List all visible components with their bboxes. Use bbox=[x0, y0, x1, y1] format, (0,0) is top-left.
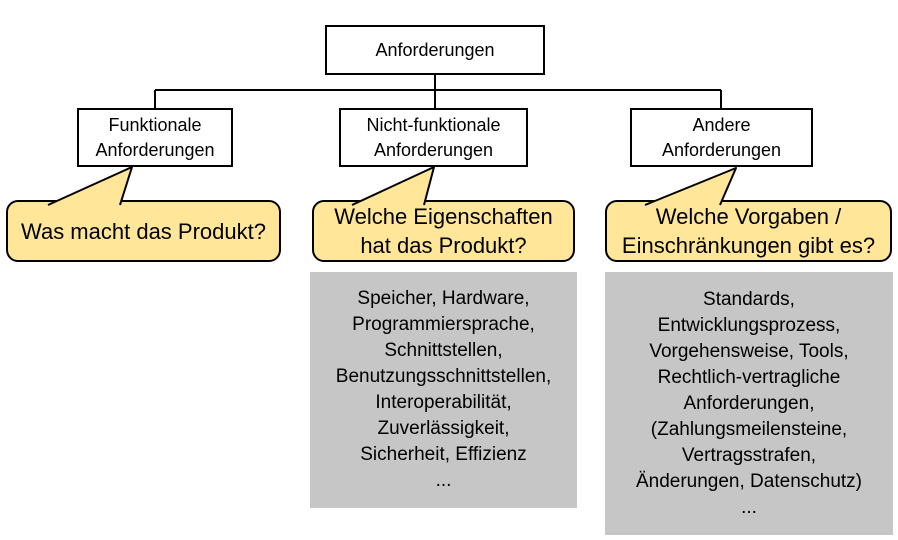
callout-was-macht-das-produkt: Was macht das Produkt? bbox=[6, 200, 281, 262]
node-andere-anforderungen: Andere Anforderungen bbox=[630, 108, 813, 167]
detail-list-nicht-funktionale: Speicher, Hardware, Programmiersprache, … bbox=[310, 272, 577, 508]
root-node-anforderungen: Anforderungen bbox=[325, 25, 545, 75]
root-node-label: Anforderungen bbox=[375, 39, 495, 60]
detail-list-text: Speicher, Hardware, Programmiersprache, … bbox=[335, 288, 552, 491]
callout-text: Welche Vorgaben / Einschränkungen gibt e… bbox=[621, 204, 876, 258]
detail-list-andere: Standards, Entwicklungsprozess, Vorgehen… bbox=[605, 272, 893, 535]
callout-welche-eigenschaften: Welche Eigenschaften hat das Produkt? bbox=[312, 200, 575, 262]
node-label: Nicht-funktionale Anforderungen bbox=[366, 114, 501, 160]
callout-welche-vorgaben: Welche Vorgaben / Einschränkungen gibt e… bbox=[605, 200, 892, 262]
callout-text: Was macht das Produkt? bbox=[21, 218, 266, 244]
node-label: Andere Anforderungen bbox=[661, 114, 782, 160]
callout-text: Welche Eigenschaften hat das Produkt? bbox=[334, 204, 553, 258]
node-funktionale-anforderungen: Funktionale Anforderungen bbox=[77, 108, 233, 167]
node-nicht-funktionale-anforderungen: Nicht-funktionale Anforderungen bbox=[339, 108, 528, 167]
node-label: Funktionale Anforderungen bbox=[95, 114, 215, 160]
detail-list-text: Standards, Entwicklungsprozess, Vorgehen… bbox=[635, 288, 863, 518]
